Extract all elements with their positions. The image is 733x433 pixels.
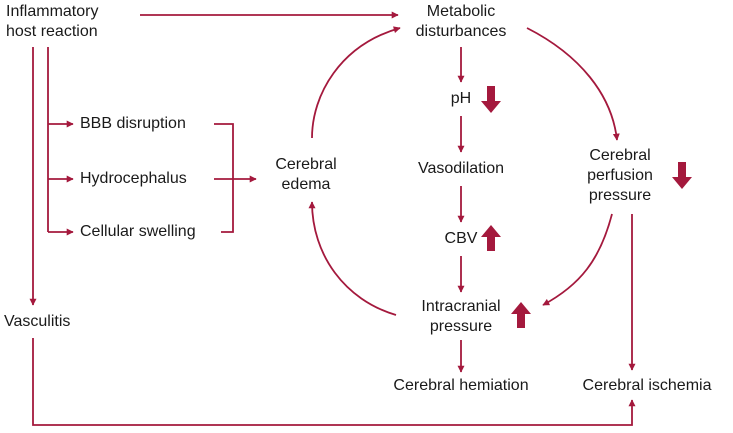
ph-down-arrow-icon [481, 86, 501, 113]
node-cpp-line-3: pressure [588, 187, 652, 204]
arrow-vasculitis-to-ischemia [32, 338, 636, 426]
arrow-metabolic-to-cpp [526, 27, 620, 141]
node-edema-line-2: edema [281, 176, 331, 193]
node-vasculitis: Vasculitis [4, 313, 71, 330]
cpp-down-arrow-icon [672, 162, 692, 189]
node-cbv: CBV [444, 230, 478, 247]
node-ph: pH [450, 90, 472, 107]
node-icp-line-1: Intracranial [421, 298, 501, 315]
node-hydrocephalus: Hydrocephalus [80, 170, 187, 187]
node-metabolic-disturbances: Metabolic disturbances [400, 2, 522, 42]
node-cpp-line-2: perfusion [587, 167, 653, 184]
node-vasodilation: Vasodilation [418, 160, 504, 177]
arrow-edema-to-metabolic [311, 26, 401, 139]
node-cellular-swelling: Cellular swelling [80, 223, 196, 240]
node-inflammatory-host-reaction: Inflammatory host reaction [6, 2, 98, 42]
node-edema-line-1: Cerebral [275, 156, 337, 173]
node-metabolic-line-2: disturbances [415, 23, 507, 40]
node-bbb-disruption: BBB disruption [80, 115, 186, 132]
node-icp-line-2: pressure [429, 318, 493, 335]
cbv-up-arrow-icon [481, 225, 501, 251]
node-metabolic-line-1: Metabolic [426, 3, 496, 20]
node-cerebral-ischemia: Cerebral ischemia [582, 377, 712, 394]
node-cpp-line-1: Cerebral [589, 147, 651, 164]
arrow-cpp-to-icp [542, 213, 613, 306]
node-intracranial-pressure: Intracranial pressure [398, 297, 524, 337]
node-cerebral-perfusion-pressure: Cerebral perfusion pressure [572, 146, 668, 206]
arrow-icp-to-edema [308, 201, 397, 316]
icp-up-arrow-icon [511, 302, 531, 328]
node-cerebral-edema: Cerebral edema [256, 155, 356, 195]
node-inflammatory-line-1: Inflammatory [6, 3, 99, 20]
arrow-bracket-causes [214, 123, 234, 233]
node-inflammatory-line-2: host reaction [6, 23, 98, 40]
node-cerebral-herniation: Cerebral hemiation [393, 377, 529, 394]
